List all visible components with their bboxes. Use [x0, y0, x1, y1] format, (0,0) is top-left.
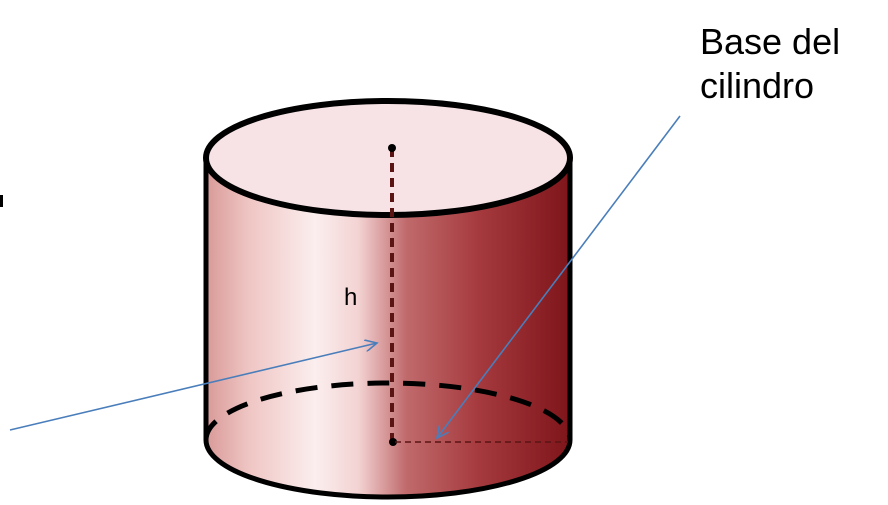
base-label-line1: Base del — [700, 21, 840, 62]
base-label-line2: cilindro — [700, 65, 814, 106]
edge-mark — [0, 195, 3, 207]
base-hidden-edge — [203, 380, 573, 441]
height-label: h — [344, 284, 357, 311]
top-center-point — [388, 144, 396, 152]
height-arrow — [9, 343, 377, 431]
base-arrow — [437, 115, 681, 438]
cylinder-body — [203, 155, 573, 500]
cylinder-top-face — [203, 98, 573, 218]
base-center-point — [389, 438, 397, 446]
